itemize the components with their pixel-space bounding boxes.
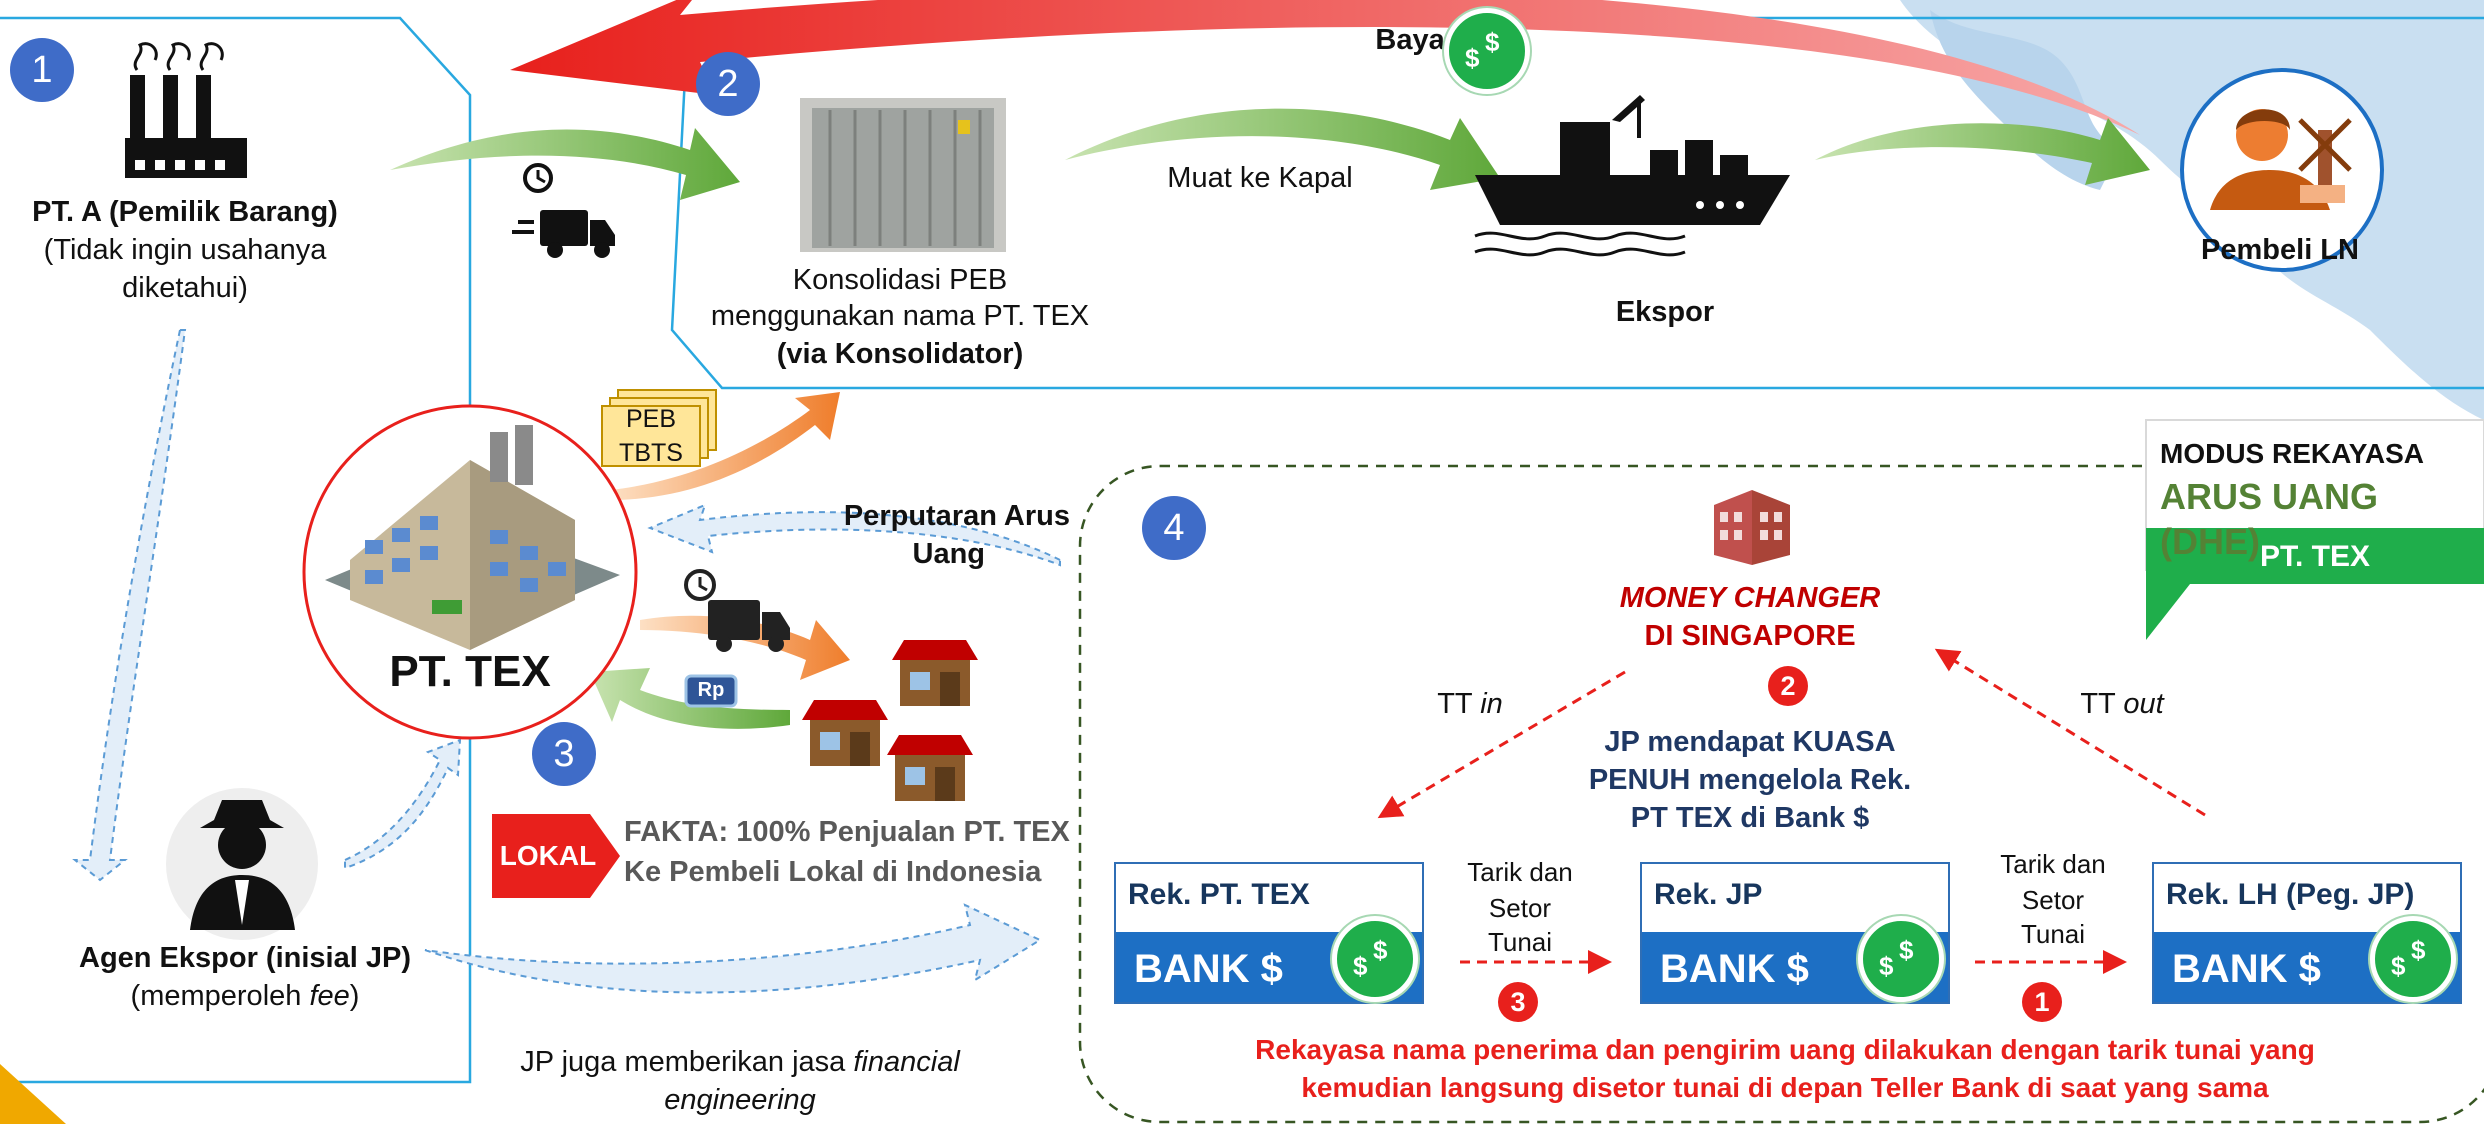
consolidation-line2: menggunakan nama PT. TEX [710,300,1090,332]
engineering-area-box [1078,464,2484,1124]
lokal-badge-label: LOKAL [499,840,597,871]
jp-financial-line1: JP juga memberikan jasa financial [520,1046,960,1078]
ekspor-label: Ekspor [1615,296,1715,328]
step-4-badge: 4 [1142,496,1206,560]
tarik-left-line3: Tunai [1487,927,1553,957]
tt-out-label: TT out [2080,688,2164,720]
step-3-badge: 3 [532,722,596,786]
pt-tex-building [302,404,638,740]
tarik-left-line2: Setor [1488,893,1552,923]
factory-icon [125,42,247,178]
container-image [800,98,1006,252]
footer-line1: Rekayasa nama penerima dan pengirim uang… [1255,1034,2315,1065]
bank-label: BANK $ [2172,947,2321,991]
tarik-right-line2: Setor [2021,885,2085,915]
dollar-coin-icon: $$ [1858,916,1944,1002]
documents-icon [601,389,717,467]
account-card-lh: Rek. LH (Peg. JP) BANK $ $$ [2152,862,2462,1004]
jp-kuasa-line3: PT TEX di Bank $ [1630,802,1870,834]
pt-a-note-line1: (Tidak ingin usahanya [43,234,327,266]
modus-line3: PT. TEX [2259,540,2371,573]
jp-kuasa-line1: JP mendapat KUASA [1604,726,1896,758]
modus-banner [2145,419,2484,640]
perputaran-line1: Perputaran Arus [843,500,1070,532]
local-shops-icon [802,640,978,801]
green-flow-arrows [390,108,2150,729]
step-1-badge: 1 [10,38,74,102]
agent-note: (memperoleh fee) [130,980,360,1012]
account-card-jp: Rek. JP BANK $ $$ [1640,862,1950,1004]
money-changer-building-icon [1714,490,1790,565]
dollar-coin-icon: $$ [2370,916,2456,1002]
buyer-label: Pembeli LN [2201,234,2359,266]
delivery-truck-icon [512,163,615,258]
money-changer-line1: MONEY CHANGER [1619,582,1881,614]
dollar-coin-icon: $$ [1444,8,1530,94]
footer-line2: kemudian langsung disetor tunai di depan… [1301,1072,2269,1103]
bank-label: BANK $ [1134,947,1283,991]
red-step-1: 1 [2022,982,2062,1022]
perputaran-line2: Uang [912,538,986,570]
red-step-3: 3 [1498,982,1538,1022]
tarik-right-line3: Tunai [2020,919,2086,949]
orange-flow-arrows [610,392,850,680]
bank-label: BANK $ [1660,947,1809,991]
fact-line2: Ke Pembeli Lokal di Indonesia [624,856,1042,888]
doc-peb-label: PEB [625,405,677,433]
buyer-icon [2180,68,2384,272]
red-step-2: 2 [1768,666,1808,706]
rupiah-tag-label: Rp [697,679,725,701]
tarik-right-line1: Tarik dan [2000,849,2106,879]
modus-line2: ARUS UANG (DHE) [2160,476,2379,562]
bayar-label: Bayar [1375,24,1456,56]
red-dashed-arrows [1377,648,2206,974]
step-2-badge: 2 [696,52,760,116]
agent-title: Agen Ekspor (inisial JP) [79,942,411,974]
jp-financial-line2: engineering [664,1084,816,1116]
account-name: Rek. LH (Peg. JP) [2166,878,2415,911]
consolidation-line1: Konsolidasi PEB [792,264,1008,296]
doc-tbts-label: TBTS [619,439,683,467]
rupiah-tag [684,674,738,708]
consolidation-line3: (via Konsolidator) [776,338,1024,370]
local-delivery-truck-icon [684,569,790,652]
muat-label: Muat ke Kapal [1167,162,1353,194]
account-name: Rek. PT. TEX [1128,878,1310,911]
money-changer-line2: DI SINGAPORE [1644,620,1856,652]
modus-line1: MODUS REKAYASA [2160,438,2424,469]
fact-line1: FAKTA: 100% Penjualan PT. TEX [624,816,1070,848]
jp-kuasa-line2: PENUH mengelola Rek. [1588,764,1912,796]
cargo-ship-icon [1474,95,1790,257]
account-card-pt-tex: Rek. PT. TEX BANK $ $$ [1114,862,1424,1004]
payment-return-arrow [510,0,2140,135]
corner-decoration [0,1064,66,1124]
tarik-left-line1: Tarik dan [1467,857,1573,887]
pt-tex-label: PT. TEX [389,647,551,696]
agent-spy-icon [166,788,318,940]
pt-a-note-line2: diketahui) [122,272,248,304]
dollar-coin-icon: $$ [1332,916,1418,1002]
blue-dashed-arrows [72,329,1061,994]
pt-a-title: PT. A (Pemilik Barang) [32,196,338,228]
lokal-badge-shape [492,814,620,898]
account-name: Rek. JP [1654,878,1763,911]
tt-in-label: TT in [1437,688,1503,720]
